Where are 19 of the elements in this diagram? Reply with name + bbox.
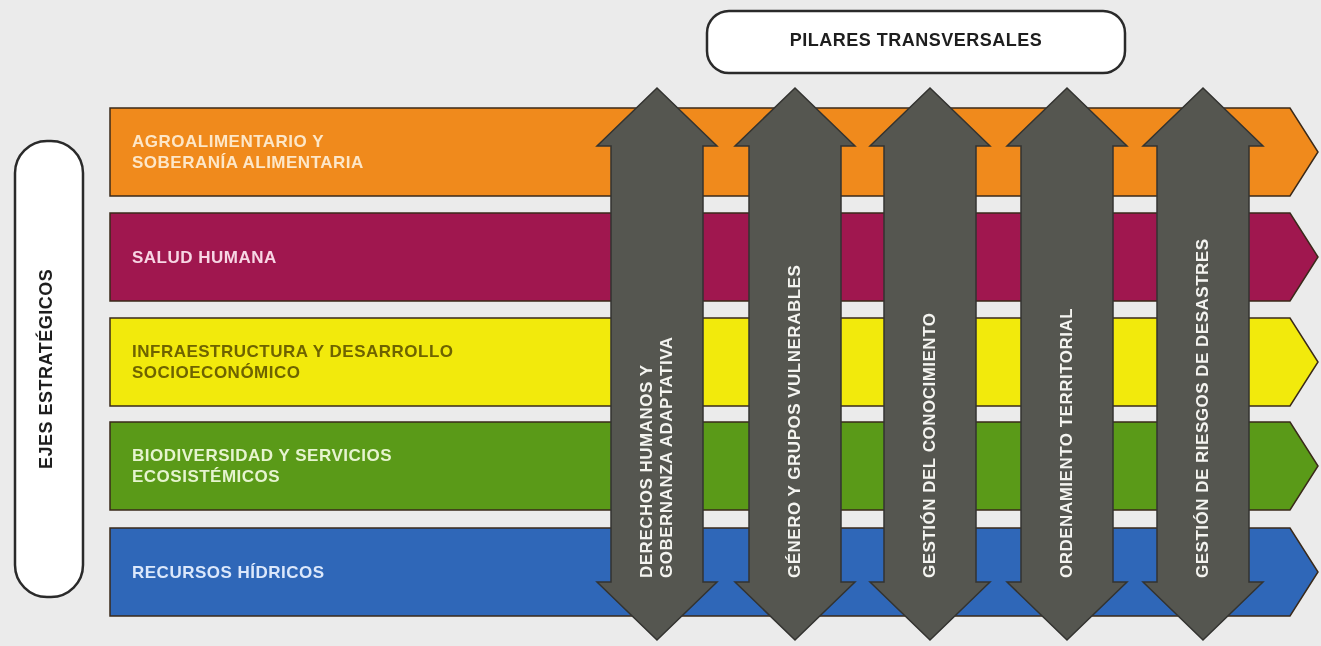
band-label: RECURSOS HÍDRICOS: [132, 561, 326, 583]
band-label: AGROALIMENTARIO Y SOBERANÍA ALIMENTARIA: [132, 131, 365, 173]
double-arrow: [597, 88, 717, 640]
arrow-label: ORDENAMIENTO TERRITORIAL: [1056, 306, 1077, 578]
double-arrow: [735, 88, 855, 640]
double-arrow: [870, 88, 990, 640]
band-label: BIODIVERSIDAD Y SERVICIOS ECOSISTÉMICOS: [132, 445, 393, 487]
arrow-label: DERECHOS HUMANOS Y GOBERNANZA ADAPTATIVA: [636, 335, 677, 578]
arrow-label: GESTIÓN DEL CONOCIMIENTO: [919, 311, 940, 578]
double-arrow: [1007, 88, 1127, 640]
heading-box: [706, 10, 1126, 74]
heading-label: EJES ESTRATÉGICOS: [36, 267, 57, 472]
heading-label: PILARES TRANSVERSALES: [788, 30, 1044, 51]
arrow-label: GÉNERO Y GRUPOS VULNERABLES: [784, 263, 805, 578]
arrow-label: GESTIÓN DE RIESGOS DE DESASTRES: [1192, 237, 1213, 578]
band-label: INFRAESTRUCTURA Y DESARROLLO SOCIOECONÓMICO: [132, 341, 455, 383]
double-arrow: [1143, 88, 1263, 640]
heading-box: [14, 140, 84, 598]
band-label: SALUD HUMANA: [132, 246, 278, 268]
